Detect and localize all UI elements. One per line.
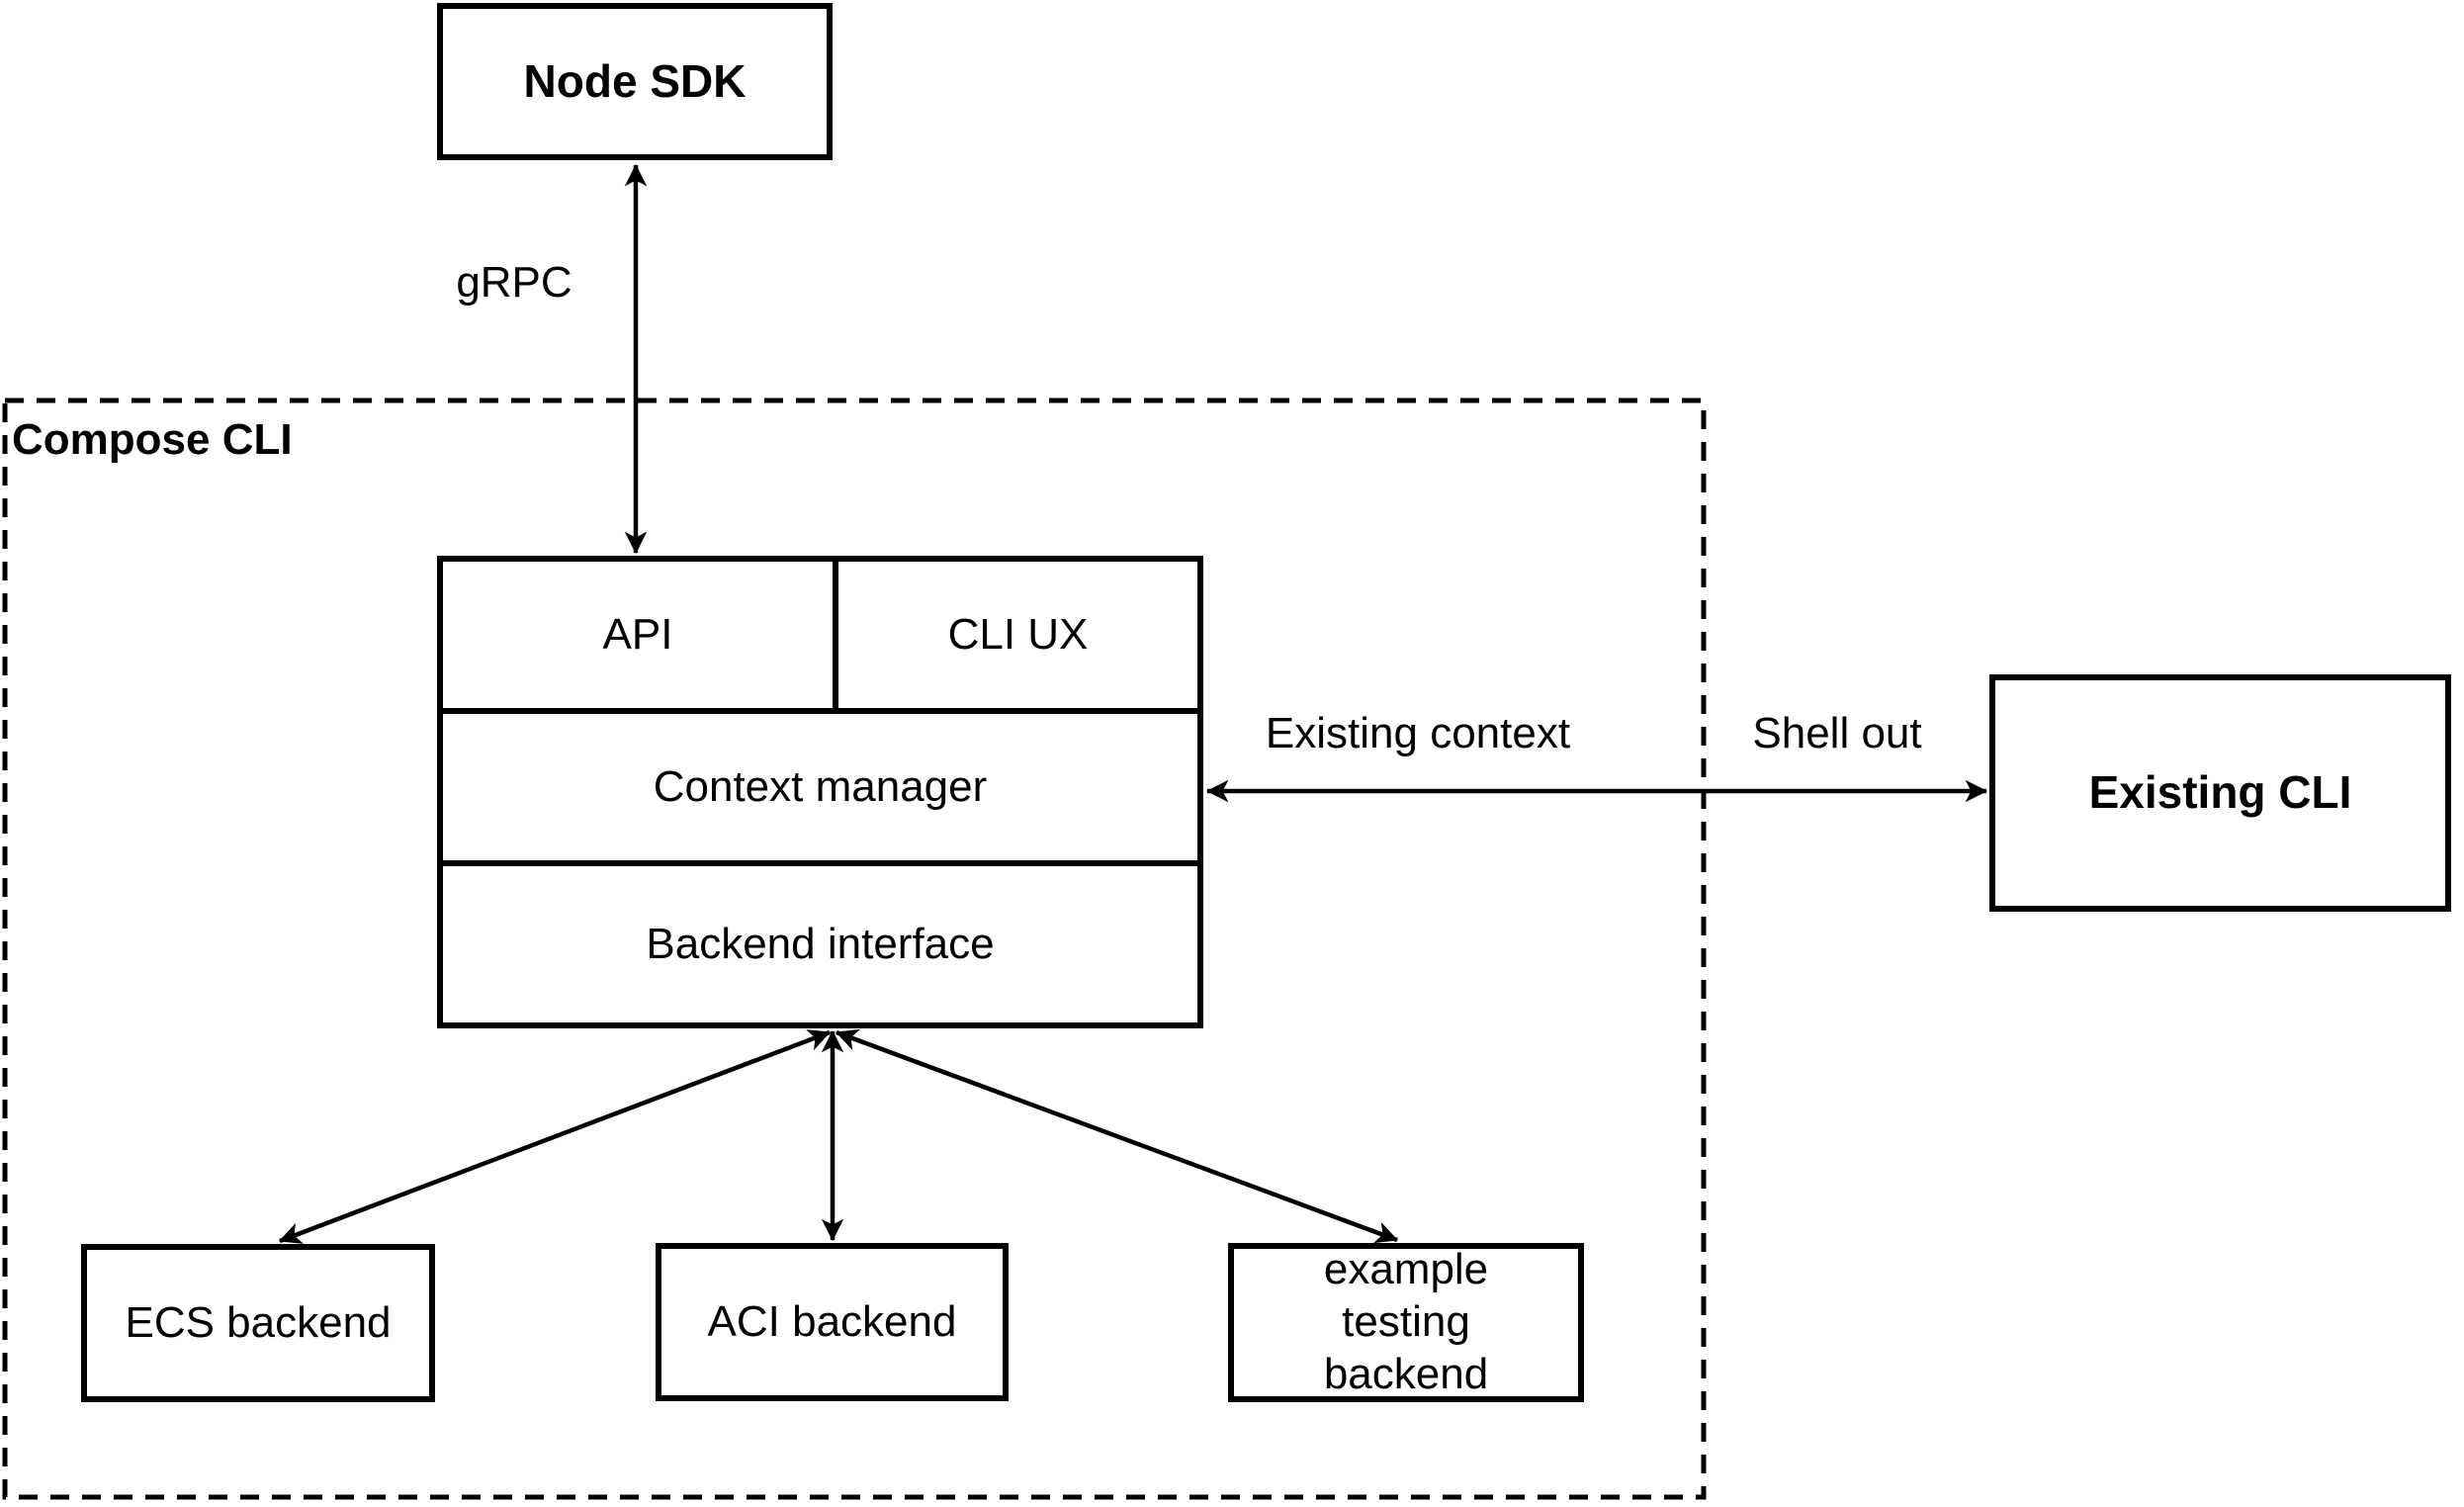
api-label: API	[602, 609, 673, 659]
context-manager-cell: Context manager	[443, 714, 1197, 860]
node-sdk-box: Node SDK	[437, 3, 833, 160]
existing-context-edge-label: Existing context	[1265, 708, 1571, 757]
row-divider-2	[443, 860, 1197, 866]
compose-cli-container-border	[2, 398, 1707, 1500]
existing-cli-label: Existing CLI	[2088, 766, 2352, 819]
aci-backend-label: ACI backend	[707, 1296, 957, 1346]
aci-backend-box: ACI backend	[656, 1243, 1009, 1401]
backend-interface-cell: Backend interface	[443, 866, 1197, 1022]
ecs-backend-label: ECS backend	[125, 1297, 392, 1347]
cli-ux-cell: CLI UX	[838, 562, 1197, 708]
grpc-edge-label: gRPC	[456, 257, 572, 307]
cli-ux-label: CLI UX	[947, 609, 1089, 659]
node-sdk-label: Node SDK	[523, 54, 747, 107]
shell-out-edge-label: Shell out	[1752, 708, 1922, 757]
example-testing-backend-box: example testing backend	[1228, 1243, 1584, 1402]
example-testing-backend-label: example testing backend	[1323, 1245, 1489, 1398]
api-cliux-divider	[833, 562, 838, 708]
api-cell: API	[443, 562, 833, 708]
compose-cli-container-label: Compose CLI	[12, 414, 293, 464]
context-manager-label: Context manager	[653, 761, 988, 811]
ecs-backend-arrow	[278, 1029, 832, 1244]
compose-cli-core-box: API CLI UX Context manager Backend inter…	[437, 556, 1203, 1028]
backend-interface-label: Backend interface	[646, 919, 995, 968]
row-divider-1	[443, 708, 1197, 714]
ecs-backend-box: ECS backend	[81, 1244, 435, 1402]
existing-cli-box: Existing CLI	[1989, 674, 2451, 912]
example-backend-arrow	[835, 1028, 1399, 1244]
